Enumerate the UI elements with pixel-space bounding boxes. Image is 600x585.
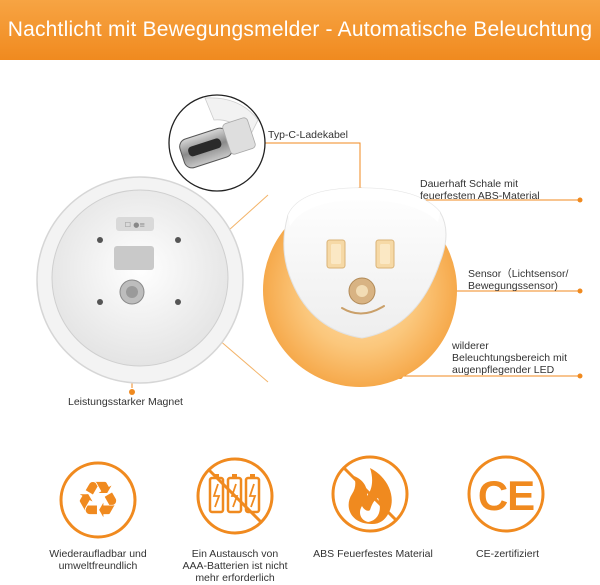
feature-label-ce: CE-zertifiziert (475, 548, 539, 560)
feature-label-no-batteries: Ein Austausch von AAA-Batterien ist nich… (182, 548, 288, 584)
night-light-back-view: ☐ ●≡ (36, 176, 244, 384)
light-label: wilderer Beleuchtungsbereich mit augenpf… (452, 340, 567, 376)
ce-mark-icon: CE (467, 455, 545, 533)
magnet-label: Leistungsstarker Magnet (68, 396, 183, 408)
fire-resistant-icon (331, 455, 409, 533)
sensor-label: Sensor（Lichtsensor/ Bewegungssensor) (468, 268, 569, 292)
recycle-icon: ♻ (59, 461, 137, 539)
usb-c-cable-inset (168, 94, 266, 192)
svg-text:CE: CE (478, 472, 534, 519)
shell-label: Dauerhaft Schale mit feuerfestem ABS-Mat… (420, 178, 540, 202)
feature-label-fire-resistant: ABS Feuerfestes Material (313, 548, 433, 560)
page-title: Nachtlicht mit Bewegungsmelder - Automat… (7, 18, 593, 41)
feature-label-rechargeable: Wiederaufladbar und umweltfreundlich (49, 548, 147, 572)
svg-text:☐ ●≡: ☐ ●≡ (125, 221, 146, 229)
title-banner: Nachtlicht mit Bewegungsmelder - Automat… (0, 0, 600, 60)
svg-text:♻: ♻ (76, 471, 121, 529)
cable-label: Typ-C-Ladekabel (268, 129, 348, 141)
no-batteries-icon (196, 457, 274, 535)
night-light-front-view (263, 187, 457, 387)
